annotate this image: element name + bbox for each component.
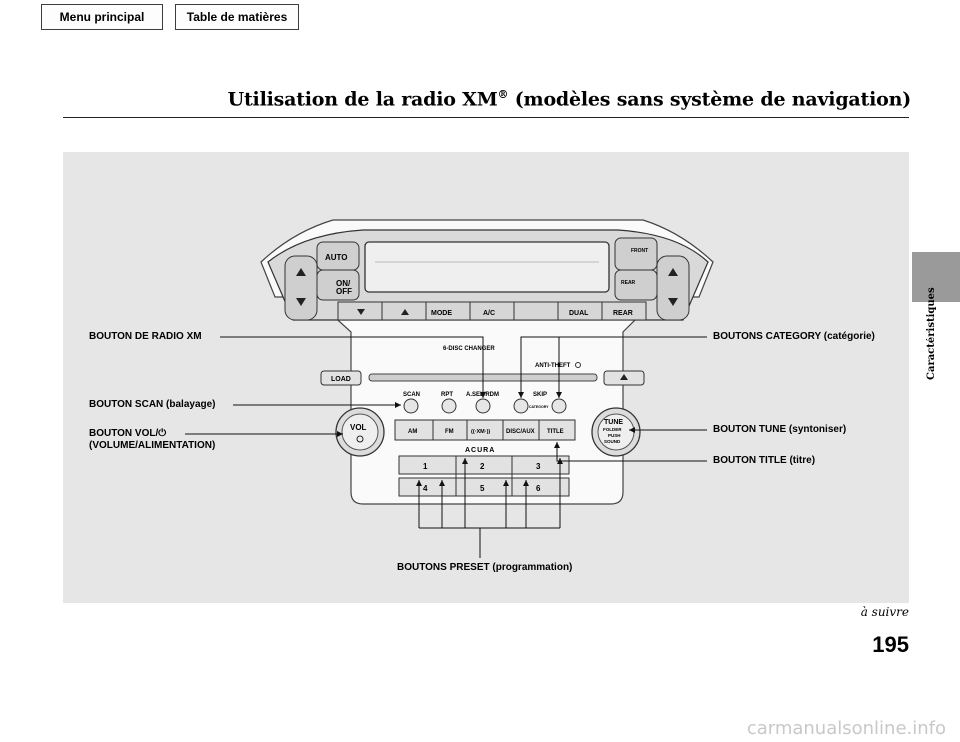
a-sel-rdm-button[interactable] — [475, 398, 491, 414]
recirculation-button[interactable] — [513, 301, 559, 321]
title-rule — [63, 117, 909, 118]
folder-label: FOLDER — [603, 427, 622, 432]
rear-label: REAR — [613, 310, 633, 317]
preset-row-top — [398, 455, 570, 475]
disc-changer-label: 6-DISC CHANGER — [443, 346, 495, 352]
preset-4[interactable]: 4 — [423, 484, 428, 493]
callout-vol: BOUTON VOL/⏻ (VOLUME/ALIMENTATION) — [89, 428, 215, 452]
rpt-label: RPT — [441, 392, 453, 398]
fm-button[interactable]: FM — [445, 429, 454, 435]
page-title: Utilisation de la radio XM® (modèles san… — [227, 88, 912, 111]
rear-defrost-button[interactable] — [614, 269, 658, 301]
callout-scan: BOUTON SCAN (balayage) — [89, 399, 216, 410]
watermark: carmanualsonline.info — [746, 718, 946, 739]
anti-theft-indicator — [575, 362, 581, 368]
leader-arrows — [337, 392, 635, 486]
front-defrost-label: FRONT — [631, 248, 648, 254]
continued-note: à suivre — [860, 605, 909, 619]
right-temp-rocker[interactable] — [656, 255, 690, 321]
section-label: Caractéristiques — [926, 287, 937, 380]
left-temp-up-icon — [296, 268, 306, 276]
callout-tune: BOUTON TUNE (syntoniser) — [713, 424, 847, 435]
vol-label: VOL — [350, 423, 367, 432]
right-temp-down-icon — [668, 298, 678, 306]
preset-1[interactable]: 1 — [423, 462, 428, 471]
power-icon — [356, 435, 364, 443]
callout-vol-line2: (VOLUME/ALIMENTATION) — [89, 440, 216, 451]
scan-button[interactable] — [403, 398, 419, 414]
preset-3[interactable]: 3 — [536, 462, 541, 471]
radio-figure: AUTO ON/ OFF FRONT REAR MODE A/C DUAL RE… — [63, 152, 909, 603]
callout-xm-radio: BOUTON DE RADIO XM — [89, 331, 202, 342]
title-main: Utilisation de la radio XM — [227, 88, 498, 111]
display-screen — [364, 241, 610, 293]
left-temp-down-icon — [296, 298, 306, 306]
main-menu-button[interactable]: Menu principal — [41, 4, 163, 30]
fan-on-off-button[interactable] — [316, 269, 360, 301]
callout-preset: BOUTONS PRESET (programmation) — [397, 562, 573, 573]
registered-mark: ® — [497, 88, 509, 101]
power-symbol-icon: ⏻ — [158, 428, 167, 439]
mode-label: MODE — [431, 310, 452, 317]
left-temp-rocker[interactable] — [284, 255, 318, 321]
preset-2[interactable]: 2 — [480, 462, 485, 471]
callout-vol-line1: BOUTON VOL/ — [89, 428, 159, 439]
acura-logo: ACURA — [465, 447, 495, 454]
title-button[interactable]: TITLE — [547, 429, 564, 435]
on-off-label-1: ON/ — [336, 279, 351, 288]
push-label: PUSH — [608, 433, 621, 438]
ac-label: A/C — [483, 310, 495, 317]
callout-title: BOUTON TITLE (titre) — [713, 455, 816, 466]
load-label: LOAD — [331, 376, 351, 383]
source-button-row — [394, 419, 576, 441]
eject-icon — [620, 374, 628, 380]
load-button[interactable] — [320, 370, 362, 386]
xm-button[interactable]: ((·XM·)) — [471, 429, 490, 435]
preset-5[interactable]: 5 — [480, 484, 485, 493]
rear-climate-button[interactable] — [601, 301, 647, 321]
fan-down-icon — [357, 309, 365, 315]
rpt-button[interactable] — [441, 398, 457, 414]
title-rest: (modèles sans système de navigation) — [508, 88, 911, 111]
sound-label: SOUND — [604, 439, 621, 444]
on-off-label-2: OFF — [336, 287, 352, 296]
fan-up-icon — [401, 309, 409, 315]
tune-label: TUNE — [604, 419, 623, 426]
leader-lines — [185, 336, 707, 558]
skip-label: SKIP — [533, 392, 547, 398]
callout-category: BOUTONS CATEGORY (catégorie) — [713, 331, 875, 342]
page-number: 195 — [872, 632, 909, 657]
table-of-contents-button[interactable]: Table de matières — [175, 4, 299, 30]
category-down-button[interactable] — [513, 398, 529, 414]
am-button[interactable]: AM — [408, 429, 417, 435]
disc-aux-button[interactable]: DISC/AUX — [506, 429, 535, 435]
auto-label: AUTO — [325, 253, 348, 262]
anti-theft-label: ANTI-THEFT — [535, 363, 571, 369]
rear-defrost-label: REAR — [621, 280, 636, 286]
section-tab — [912, 252, 960, 302]
category-small-label: CATEGORY — [529, 405, 549, 409]
volume-knob-inner — [341, 413, 379, 451]
front-defrost-button[interactable] — [614, 237, 658, 271]
right-temp-up-icon — [668, 268, 678, 276]
preset-6[interactable]: 6 — [536, 484, 541, 493]
console-illustration: AUTO ON/ OFF FRONT REAR MODE A/C DUAL RE… — [185, 219, 714, 558]
dual-label: DUAL — [569, 310, 589, 317]
scan-label: SCAN — [403, 392, 420, 398]
category-up-button[interactable] — [551, 398, 567, 414]
